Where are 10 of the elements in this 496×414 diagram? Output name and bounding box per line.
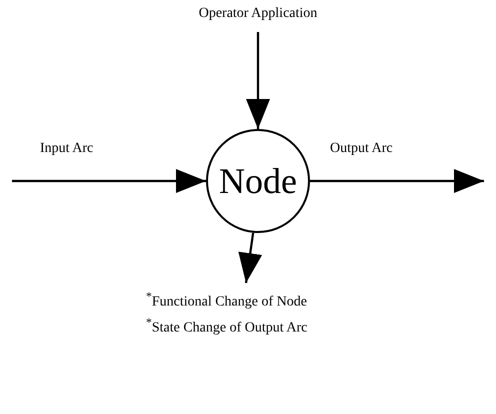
edge-label: Input Arc (38, 141, 96, 157)
edge-label: Output Arc (328, 141, 395, 157)
outcome-text: $^{*}$State Change of Output Arc (146, 314, 308, 338)
arrow (310, 169, 484, 193)
arrow (238, 232, 262, 284)
arrow (12, 169, 206, 193)
node-circle: Node (206, 129, 310, 233)
node-label: Operator Application (198, 5, 318, 23)
outcome-text: $^{*}$Functional Change of Node (146, 289, 307, 312)
arrow (246, 32, 270, 129)
